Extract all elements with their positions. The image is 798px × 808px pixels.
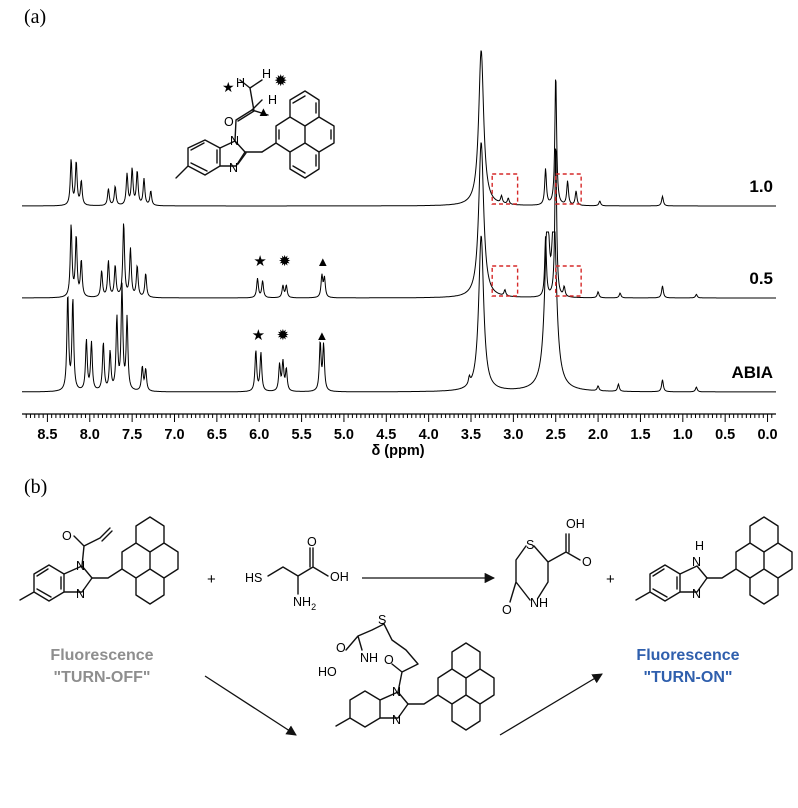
nmr-trace-0.5 [22,142,776,299]
benzimidazole-product: H N N [635,516,793,605]
x-tick-label: 6.0 [249,427,269,443]
peak-markers: ★ ✹ ▲ ★ ✹ ▲ [252,253,330,344]
svg-text:HO: HO [318,665,337,679]
peak-marker: ▲ [315,328,328,343]
x-tick-label: 5.5 [291,427,311,443]
star-marker-icon: ★ [222,79,235,95]
highlight-box [555,265,582,297]
x-tick-label: 2.0 [588,427,608,443]
reaction-scheme: O N N + HS O OH NH2 S NH O OH O + [19,516,793,736]
nmr-trace-1.0 [22,50,776,207]
svg-text:HS: HS [245,571,262,585]
thiazepanone-product: S NH O OH O [502,517,592,617]
x-tick-label: 3.5 [461,427,481,443]
x-tick-label: 0.0 [757,427,777,443]
svg-text:N: N [76,559,85,573]
svg-text:N: N [230,134,239,148]
x-tick-label: 4.0 [419,427,439,443]
peak-marker: ★ [253,253,266,270]
svg-text:O: O [224,115,234,129]
x-axis-title: δ (ppm) [371,443,424,459]
x-tick-label: 7.0 [164,427,184,443]
x-tick-label: 0.5 [715,427,735,443]
reaction-arrow-from-intermediate [499,673,603,736]
plus-sign-2: + [606,571,615,588]
x-tick-label: 5.0 [334,427,354,443]
trace-label: 1.0 [749,177,773,196]
x-tick-label: 7.5 [122,427,142,443]
peak-marker: ★ [252,327,265,344]
turn-off-label-line2: "TURN-OFF" [54,669,151,686]
cysteine: HS O OH NH2 [245,535,349,612]
abia-structure-inset: O N N H H H ★ ✹ ▲ [175,67,335,179]
acryloyl-chain [234,87,269,142]
anthracene [261,90,335,179]
svg-text:OH: OH [330,570,349,584]
benzo-ring [175,139,221,179]
trace-label: 0.5 [749,269,773,288]
x-axis: 8.5 8.0 7.5 7.0 6.5 6.0 5.5 5.0 4.5 4.0 3.5 3.0 2.5 2… [22,413,778,443]
x-tick-label: 1.5 [630,427,650,443]
x-tick-label: 6.5 [207,427,227,443]
svg-text:H: H [695,539,704,553]
peak-marker: ✹ [277,327,290,344]
turn-on-label-line1: Fluorescence [636,647,739,664]
svg-text:S: S [378,613,386,627]
svg-text:N: N [692,587,701,601]
x-tick-label: 3.0 [503,427,523,443]
svg-text:H: H [236,76,245,90]
nmr-trace-ABIA [22,231,776,393]
svg-text:O: O [582,555,592,569]
turn-on-label-line2: "TURN-ON" [644,669,733,686]
reactant-abia: O N N [19,516,179,605]
panel-a-label: (a) [24,6,47,28]
svg-text:O: O [62,529,72,543]
svg-text:NH2: NH2 [293,595,316,612]
svg-text:O: O [384,653,394,667]
svg-text:OH: OH [566,517,585,531]
svg-text:O: O [502,603,512,617]
svg-text:O: O [307,535,317,549]
svg-text:N: N [692,555,701,569]
x-tick-label: 8.5 [37,427,57,443]
triangle-marker-icon: ▲ [257,104,270,119]
svg-text:H: H [262,67,271,81]
nmr-traces [22,50,776,393]
peak-marker: ▲ [316,254,329,269]
trace-label: ABIA [731,363,773,382]
svg-text:N: N [229,161,238,175]
highlight-boxes [491,173,582,297]
intermediate: S NH HO O O N N [318,613,495,731]
peak-marker: ✹ [278,253,291,270]
x-tick-label: 4.5 [376,427,396,443]
burst-marker-icon: ✹ [274,73,287,90]
svg-text:N: N [76,587,85,601]
svg-text:O: O [336,641,346,655]
svg-text:NH: NH [360,651,378,665]
plus-sign-1: + [207,571,216,588]
svg-text:NH: NH [530,596,548,610]
svg-text:N: N [392,713,401,727]
x-tick-label: 2.5 [546,427,566,443]
panel-b-label: (b) [24,476,48,498]
svg-text:H: H [268,93,277,107]
x-tick-label: 8.0 [80,427,100,443]
svg-text:N: N [392,685,401,699]
reaction-arrow-to-intermediate [204,675,297,736]
turn-off-label-line1: Fluorescence [50,647,153,664]
svg-text:S: S [526,538,534,552]
x-tick-label: 1.0 [673,427,693,443]
